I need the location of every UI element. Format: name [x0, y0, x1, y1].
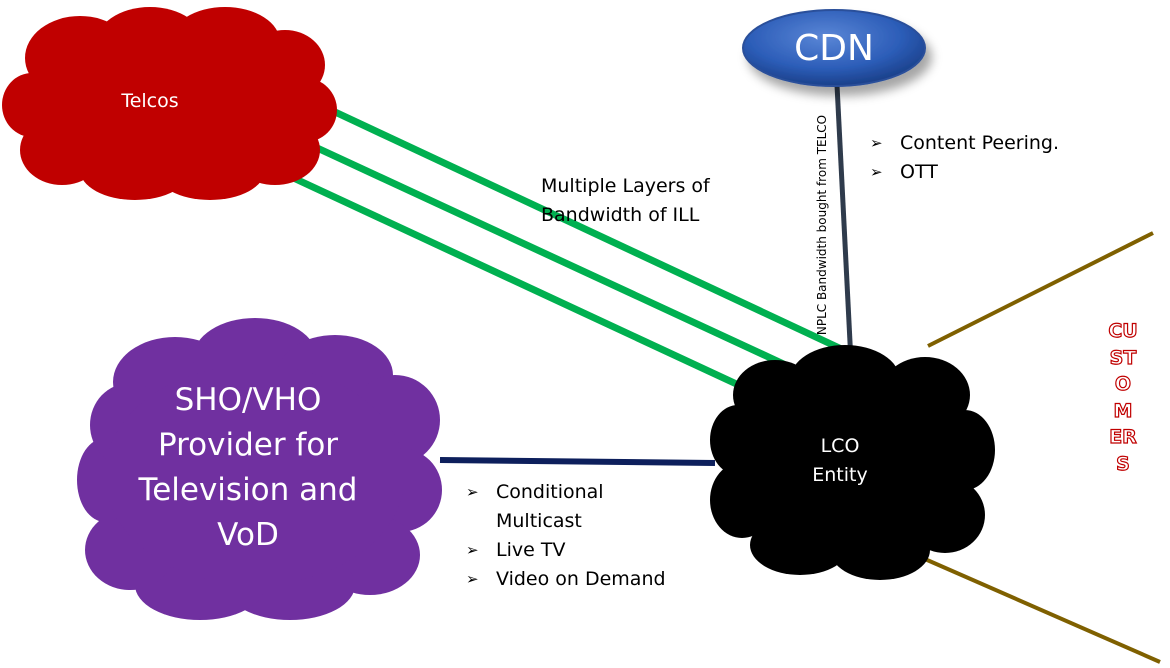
nplc-link	[834, 84, 854, 363]
ill-edge-label: Multiple Layers of Bandwidth of ILL	[541, 172, 710, 230]
telcos-label: Telcos	[121, 90, 179, 112]
lco-cloud	[710, 345, 995, 580]
sho-label-line1: SHO/VHO	[174, 382, 322, 418]
lco-label-line1: LCO	[820, 435, 860, 457]
bullet-multicast-continuation: Multicast	[466, 507, 666, 536]
bullet-vod: ➢ Video on Demand	[466, 565, 666, 594]
arrow-bullet-icon: ➢	[466, 483, 479, 501]
bullet-text: Multicast	[496, 510, 582, 532]
arrow-bullet-icon: ➢	[870, 134, 883, 152]
cdn-node	[742, 9, 926, 87]
sho-bullet-list: ➢ Conditional Multicast ➢ Live TV ➢ Video o…	[466, 478, 666, 594]
bullet-text: Conditional	[496, 481, 604, 503]
bullet-conditional: ➢ Conditional	[466, 478, 666, 507]
multicast-link	[439, 457, 716, 466]
arrow-bullet-icon: ➢	[870, 163, 883, 181]
bullet-text: Content Peering.	[900, 132, 1059, 154]
bullet-text: OTT	[900, 161, 938, 183]
telcos-cloud	[2, 7, 337, 200]
ill-link-3	[270, 164, 747, 392]
sho-vho-cloud	[77, 318, 442, 620]
cdn-label: CDN	[794, 28, 874, 69]
ill-link-1	[316, 100, 852, 357]
lco-label-line2: Entity	[812, 464, 868, 486]
ill-label-line2: Bandwidth of ILL	[541, 204, 700, 226]
sho-label-line3: Television and	[138, 472, 358, 508]
lco-label: LCO Entity	[780, 432, 900, 490]
bullet-ott: ➢ OTT	[870, 158, 1059, 187]
ill-label-line1: Multiple Layers of	[541, 175, 710, 197]
bullet-content-peering: ➢ Content Peering.	[870, 129, 1059, 158]
customer-link-top	[927, 231, 1154, 348]
cdn-bullet-list: ➢ Content Peering. ➢ OTT	[870, 129, 1059, 187]
customers-label: CUSTOMERS	[1108, 319, 1139, 475]
sho-vho-label: SHO/VHO Provider for Television and VoD	[118, 378, 378, 558]
sho-label-line4: VoD	[217, 517, 279, 553]
arrow-bullet-icon: ➢	[466, 570, 479, 588]
bullet-text: Live TV	[496, 539, 566, 561]
bullet-live-tv: ➢ Live TV	[466, 536, 666, 565]
sho-label-line2: Provider for	[157, 427, 339, 463]
bullet-text: Video on Demand	[496, 568, 666, 590]
nplc-edge-label: NPLC Bandwidth bought from TELCO	[815, 114, 829, 336]
customer-link-bottom	[917, 554, 1161, 664]
arrow-bullet-icon: ➢	[466, 541, 479, 559]
ill-link-2	[298, 136, 792, 371]
